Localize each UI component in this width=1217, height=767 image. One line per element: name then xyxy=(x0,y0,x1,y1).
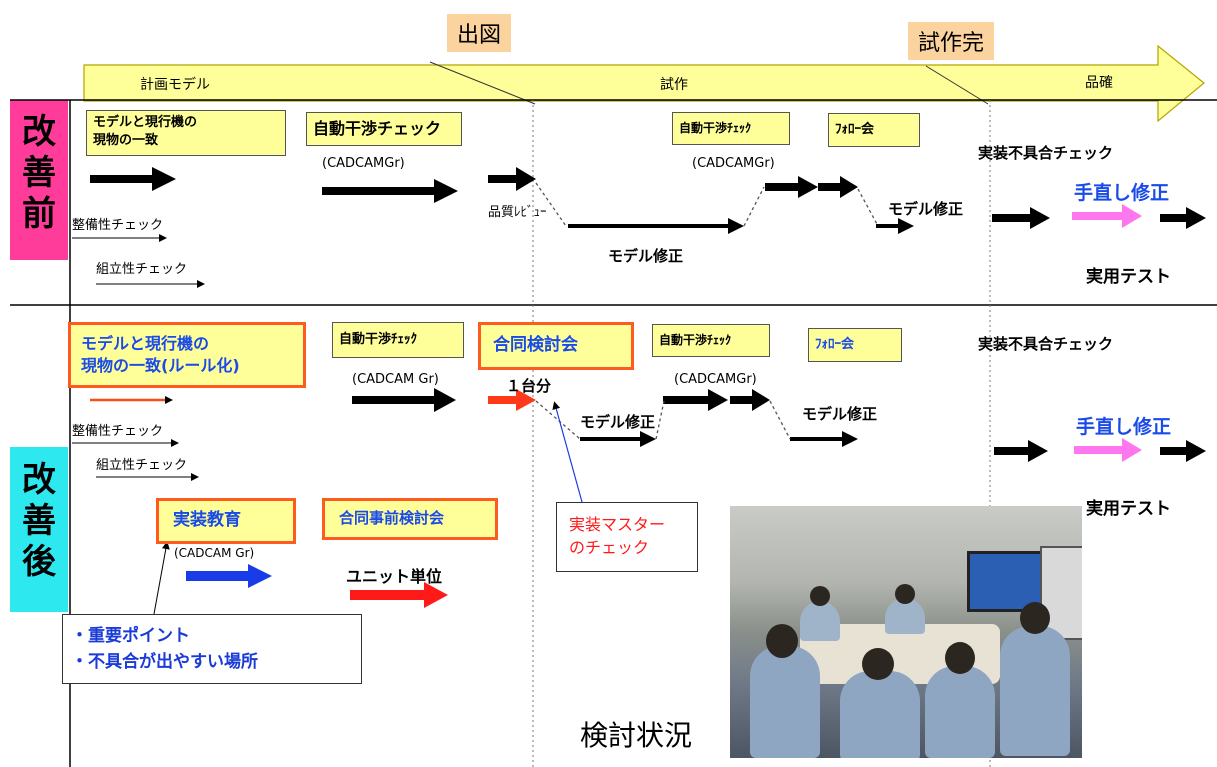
after-assembly-check: 組立性チェック xyxy=(96,458,188,473)
before-model-fix-mid: モデル修正 xyxy=(608,247,684,265)
before-impl-check: 実装不具合チェック xyxy=(978,144,1114,162)
before-auto-check2-box: 自動干渉ﾁｪｯｸ xyxy=(672,112,790,145)
after-cadcam-gr3: (CADCAM Gr) xyxy=(174,546,255,560)
after-joint-pre-review-box: 合同事前検討会 xyxy=(322,498,498,540)
after-auto-check-box: 自動干渉ﾁｪｯｸ xyxy=(332,322,464,358)
after-arrows xyxy=(352,388,1206,462)
before-maintain-check: 整備性チェック xyxy=(72,218,164,233)
before-hand-fix: 手直し修正 xyxy=(1074,182,1170,204)
photo-caption: 検討状況 xyxy=(580,719,693,752)
after-one-unit: １台分 xyxy=(506,377,552,395)
after-joint-review-box: 合同検討会 xyxy=(478,322,634,370)
after-notes-box: ・重要ポイント・不具合が出やすい場所 xyxy=(62,614,362,684)
before-arrows xyxy=(90,167,1206,234)
phase-label-quality: 品確 xyxy=(1085,75,1113,91)
after-label: 改善後 xyxy=(22,460,56,582)
after-cadcam-gr: (CADCAM Gr) xyxy=(352,372,439,387)
after-model-fix1: モデル修正 xyxy=(580,413,656,431)
after-model-fix2: モデル修正 xyxy=(802,405,878,423)
phase-arrow xyxy=(83,44,1205,123)
before-model-fix-right: モデル修正 xyxy=(888,200,964,218)
before-model-match-box: モデルと現行機の現物の一致 xyxy=(86,110,286,156)
phase-tag-shutsuzu: 出図 xyxy=(447,14,512,52)
after-practical-test: 実用テスト xyxy=(1086,499,1171,519)
after-impl-edu-box: 実装教育 xyxy=(156,498,296,544)
before-quality-review: 品質ﾚﾋﾞｭｰ xyxy=(488,205,547,220)
after-auto-check2-box: 自動干渉ﾁｪｯｸ xyxy=(652,324,770,357)
after-red-arrow-long xyxy=(350,582,448,608)
after-hand-fix: 手直し修正 xyxy=(1076,416,1172,438)
before-assembly-check: 組立性チェック xyxy=(96,262,188,277)
after-master-check-box: 実装マスターのチェック xyxy=(556,502,698,572)
before-follow-box: ﾌｫﾛｰ会 xyxy=(828,113,920,147)
after-band xyxy=(10,447,68,612)
before-cadcam-gr2: (CADCAMGr) xyxy=(692,156,775,171)
meeting-photo xyxy=(730,506,1082,758)
phase-tag-shisakukan: 試作完 xyxy=(908,22,995,60)
before-auto-check-box: 自動干渉チェック xyxy=(306,112,462,146)
after-pink-arrow xyxy=(1074,438,1142,462)
after-cadcam-gr2: (CADCAMGr) xyxy=(674,372,757,387)
after-impl-check: 実装不具合チェック xyxy=(978,335,1114,353)
before-band xyxy=(10,100,68,260)
after-red-arrow-short xyxy=(488,389,536,411)
phase-label-plan-model: 計画モデル xyxy=(140,77,210,93)
before-cadcam-gr: (CADCAMGr) xyxy=(322,156,405,171)
phase-label-prototype: 試作 xyxy=(660,77,688,93)
after-blue-arrow xyxy=(186,564,272,588)
photo-screen xyxy=(967,551,1043,612)
after-unit-base: ユニット単位 xyxy=(346,567,443,586)
after-maintain-check: 整備性チェック xyxy=(72,424,164,439)
after-model-match-box: モデルと現行機の現物の一致(ルール化) xyxy=(68,322,306,388)
before-pink-arrow xyxy=(1072,204,1142,228)
before-practical-test: 実用テスト xyxy=(1086,267,1171,287)
after-follow-box: ﾌｫﾛｰ会 xyxy=(808,328,902,362)
before-label: 改善前 xyxy=(22,112,56,234)
